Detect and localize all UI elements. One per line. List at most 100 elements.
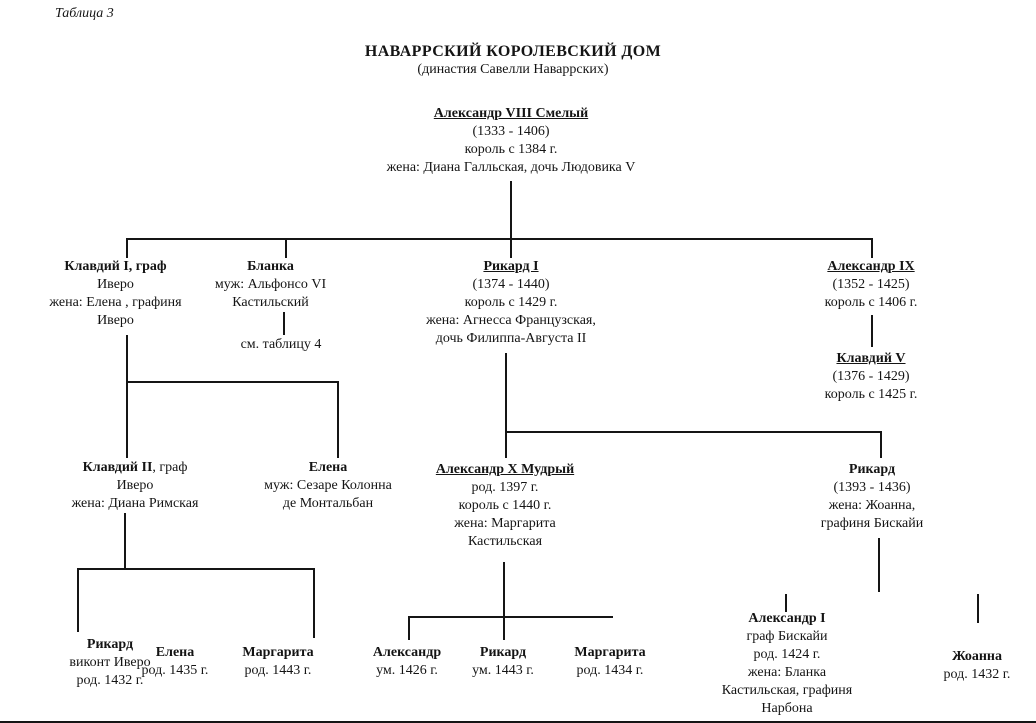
- node-alexander-i: Александр I граф Бискайи род. 1424 г. же…: [700, 610, 874, 718]
- see-table-note: см. таблицу 4: [240, 337, 322, 352]
- person-detail: муж: Альфонсо VI: [214, 277, 327, 292]
- person-detail: король с 1440 г.: [458, 498, 552, 513]
- connector-drop-ricard-1443: [503, 616, 505, 640]
- person-detail: род. 1397 г.: [471, 480, 539, 495]
- person-name: Александр VIII Смелый: [433, 106, 589, 121]
- person-detail: род. 1432 г.: [76, 673, 144, 688]
- connector-ricard-i-children-bar: [505, 431, 880, 433]
- person-detail: Нарбона: [761, 701, 813, 716]
- person-detail: король с 1429 г.: [464, 295, 558, 310]
- node-ricard-1443: Рикард ум. 1443 г.: [448, 644, 558, 680]
- person-detail: Кастильский: [232, 295, 309, 310]
- connector-claudius-i-children-bar: [126, 381, 337, 383]
- person-detail: жена: Диана Римская: [71, 496, 199, 511]
- person-detail: ум. 1443 г.: [472, 663, 534, 678]
- chart-title-block: НАВАРРСКИЙ КОРОЛЕВСКИЙ ДОМ (династия Сав…: [318, 43, 708, 78]
- person-name: Маргарита: [242, 645, 314, 660]
- table-label: Таблица 3: [55, 6, 114, 21]
- connector-drop-ricard-gen3: [880, 431, 882, 458]
- person-detail: король с 1425 г.: [824, 387, 918, 402]
- connector-alexander-x-children-bar: [408, 616, 613, 618]
- person-detail: ум. 1426 г.: [376, 663, 438, 678]
- chart-title: НАВАРРСКИЙ КОРОЛЕВСКИЙ ДОМ: [364, 43, 662, 60]
- person-detail: жена: Диана Галльская, дочь Людовика V: [386, 160, 636, 175]
- node-ricard-viscount: Рикард виконт Иверо род. 1432 г.: [45, 636, 175, 690]
- node-alexander-x: Александр X Мудрый род. 1397 г. король с…: [405, 461, 605, 551]
- connector-drop-elena-gen3: [337, 381, 339, 458]
- person-detail: де Монтальбан: [282, 496, 374, 511]
- connector-drop-claudius-i: [126, 238, 128, 258]
- person-detail: род. 1435 г.: [141, 663, 209, 678]
- person-detail: жена: Жоанна,: [828, 498, 916, 513]
- node-claudius-i: Клавдий I, граф Иверо жена: Елена , граф…: [28, 258, 203, 330]
- connector-drop-ricard-viscount: [77, 568, 79, 632]
- person-name: Жоанна: [952, 649, 1002, 664]
- person-detail: род. 1432 г.: [943, 667, 1011, 682]
- person-detail: Иверо: [97, 313, 134, 328]
- person-detail: род. 1434 г.: [576, 663, 644, 678]
- person-detail: (1393 - 1436): [833, 480, 911, 495]
- node-zhoanna: Жоанна род. 1432 г.: [922, 648, 1032, 684]
- person-name: Клавдий II, граф: [82, 460, 188, 475]
- node-alexander-viii: Александр VIII Смелый (1333 - 1406) коро…: [359, 105, 663, 177]
- node-elena-gen4: Елена род. 1435 г.: [130, 644, 220, 680]
- connector-ricard-i-stem: [505, 353, 507, 458]
- connector-ricard-gen3-stem: [878, 538, 880, 592]
- person-name: Александр: [372, 645, 442, 660]
- person-detail: (1352 - 1425): [832, 277, 910, 292]
- connector-claudius-ii-children-bar: [77, 568, 313, 570]
- person-detail: жена: Маргарита: [454, 516, 556, 531]
- connector-root-stem: [510, 181, 512, 238]
- node-claudius-ii: Клавдий II, граф Иверо жена: Диана Римск…: [40, 459, 230, 513]
- person-detail: граф Бискайи: [746, 629, 828, 644]
- page-bottom-border: [0, 721, 1036, 723]
- person-name: Елена: [155, 645, 195, 660]
- person-detail: Кастильская: [467, 534, 543, 549]
- person-name: Клавдий V: [836, 351, 906, 366]
- person-detail: род. 1424 г.: [753, 647, 821, 662]
- person-detail: жена: Елена , графиня: [49, 295, 182, 310]
- node-ricard-i: Рикард I (1374 - 1440) король с 1429 г. …: [396, 258, 626, 348]
- person-detail: (1376 - 1429): [832, 369, 910, 384]
- person-detail: жена: Бланка: [747, 665, 827, 680]
- connector-drop-alexander-gen4: [408, 616, 410, 640]
- connector-drop-alexander-ix: [871, 238, 873, 258]
- connector-alexander-ix-claudius-v: [871, 315, 873, 347]
- connector-claudius-ii-stem: [124, 513, 126, 568]
- node-claudius-v: Клавдий V (1376 - 1429) король с 1425 г.: [786, 350, 956, 404]
- connector-stub-alexander-i: [785, 594, 787, 612]
- node-elena-gen3: Елена муж: Сезаре Колонна де Монтальбан: [238, 459, 418, 513]
- person-detail: дочь Филиппа-Августа II: [435, 331, 587, 346]
- connector-blanca-see-table: [283, 312, 285, 335]
- connector-alexander-x-stem: [503, 562, 505, 616]
- person-detail: Иверо: [97, 277, 134, 292]
- node-margarita-1443: Маргарита род. 1443 г.: [218, 644, 338, 680]
- person-detail: (1374 - 1440): [472, 277, 550, 292]
- chart-subtitle: (династия Савелли Наваррских): [417, 62, 609, 77]
- person-name: Рикард: [848, 462, 896, 477]
- connector-stub-zhoanna: [977, 594, 979, 623]
- person-detail: род. 1443 г.: [244, 663, 312, 678]
- person-name: Рикард I: [483, 259, 539, 274]
- node-ricard-gen3: Рикард (1393 - 1436) жена: Жоанна, графи…: [782, 461, 962, 533]
- connector-claudius-i-stem: [126, 335, 128, 458]
- node-alexander-gen4: Александр ум. 1426 г.: [347, 644, 467, 680]
- person-name: Клавдий I, граф: [64, 259, 167, 274]
- person-detail: Кастильская, графиня: [721, 683, 853, 698]
- person-name: Рикард: [86, 637, 134, 652]
- person-name: Александр IX: [827, 259, 915, 274]
- person-detail: Иверо: [116, 478, 154, 493]
- person-name: Рикард: [479, 645, 527, 660]
- connector-drop-margarita-1443: [313, 568, 315, 638]
- person-detail: муж: Сезаре Колонна: [264, 478, 392, 493]
- person-detail: жена: Агнесса Французская,: [426, 313, 596, 328]
- connector-drop-blanca: [285, 238, 287, 258]
- node-blanca: Бланка муж: Альфонсо VI Кастильский: [188, 258, 353, 312]
- person-name: Александр X Мудрый: [435, 462, 575, 477]
- person-name: Елена: [308, 460, 348, 475]
- node-alexander-ix: Александр IX (1352 - 1425) король с 1406…: [786, 258, 956, 312]
- person-detail: графиня Бискайи: [820, 516, 924, 531]
- person-detail: виконт Иверо: [69, 655, 151, 670]
- person-detail: король с 1384 г.: [464, 142, 558, 157]
